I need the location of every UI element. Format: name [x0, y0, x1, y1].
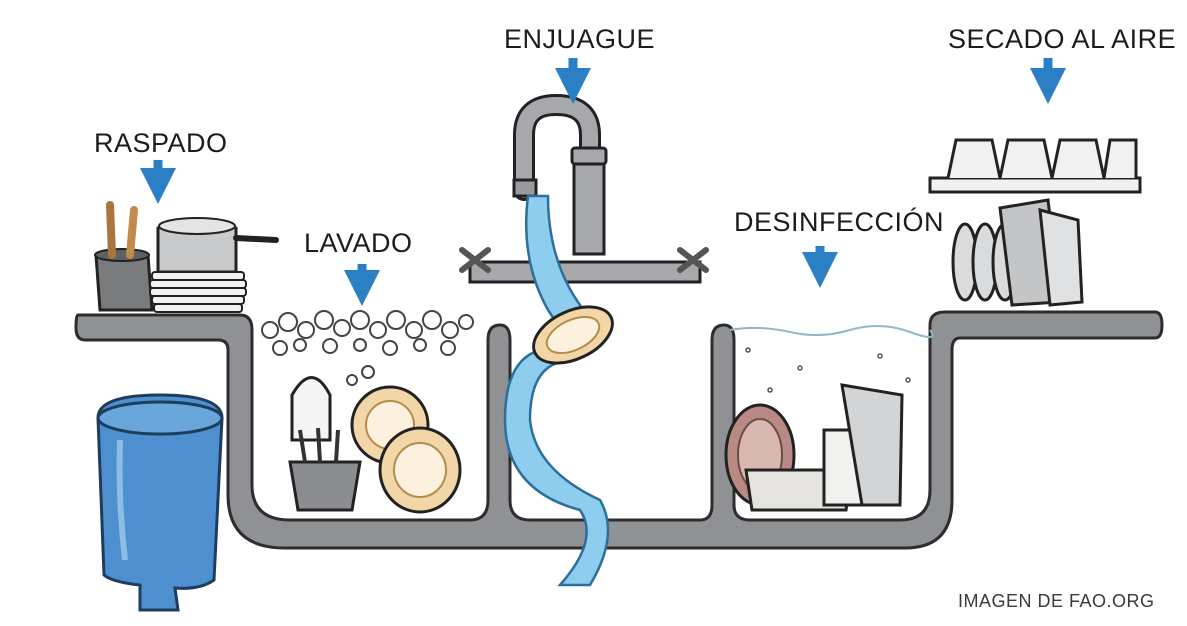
trash-can-icon — [98, 395, 222, 610]
step-label-air-dry: SECADO AL AIRE — [948, 24, 1176, 55]
step-label-wash: LAVADO — [304, 228, 413, 259]
step-label-scrape: RASPADO — [94, 128, 228, 159]
step-label-sanitize: DESINFECCIÓN — [734, 207, 944, 238]
image-credit: IMAGEN DE FAO.ORG — [958, 591, 1155, 612]
step-label-rinse: ENJUAGUE — [504, 24, 655, 55]
